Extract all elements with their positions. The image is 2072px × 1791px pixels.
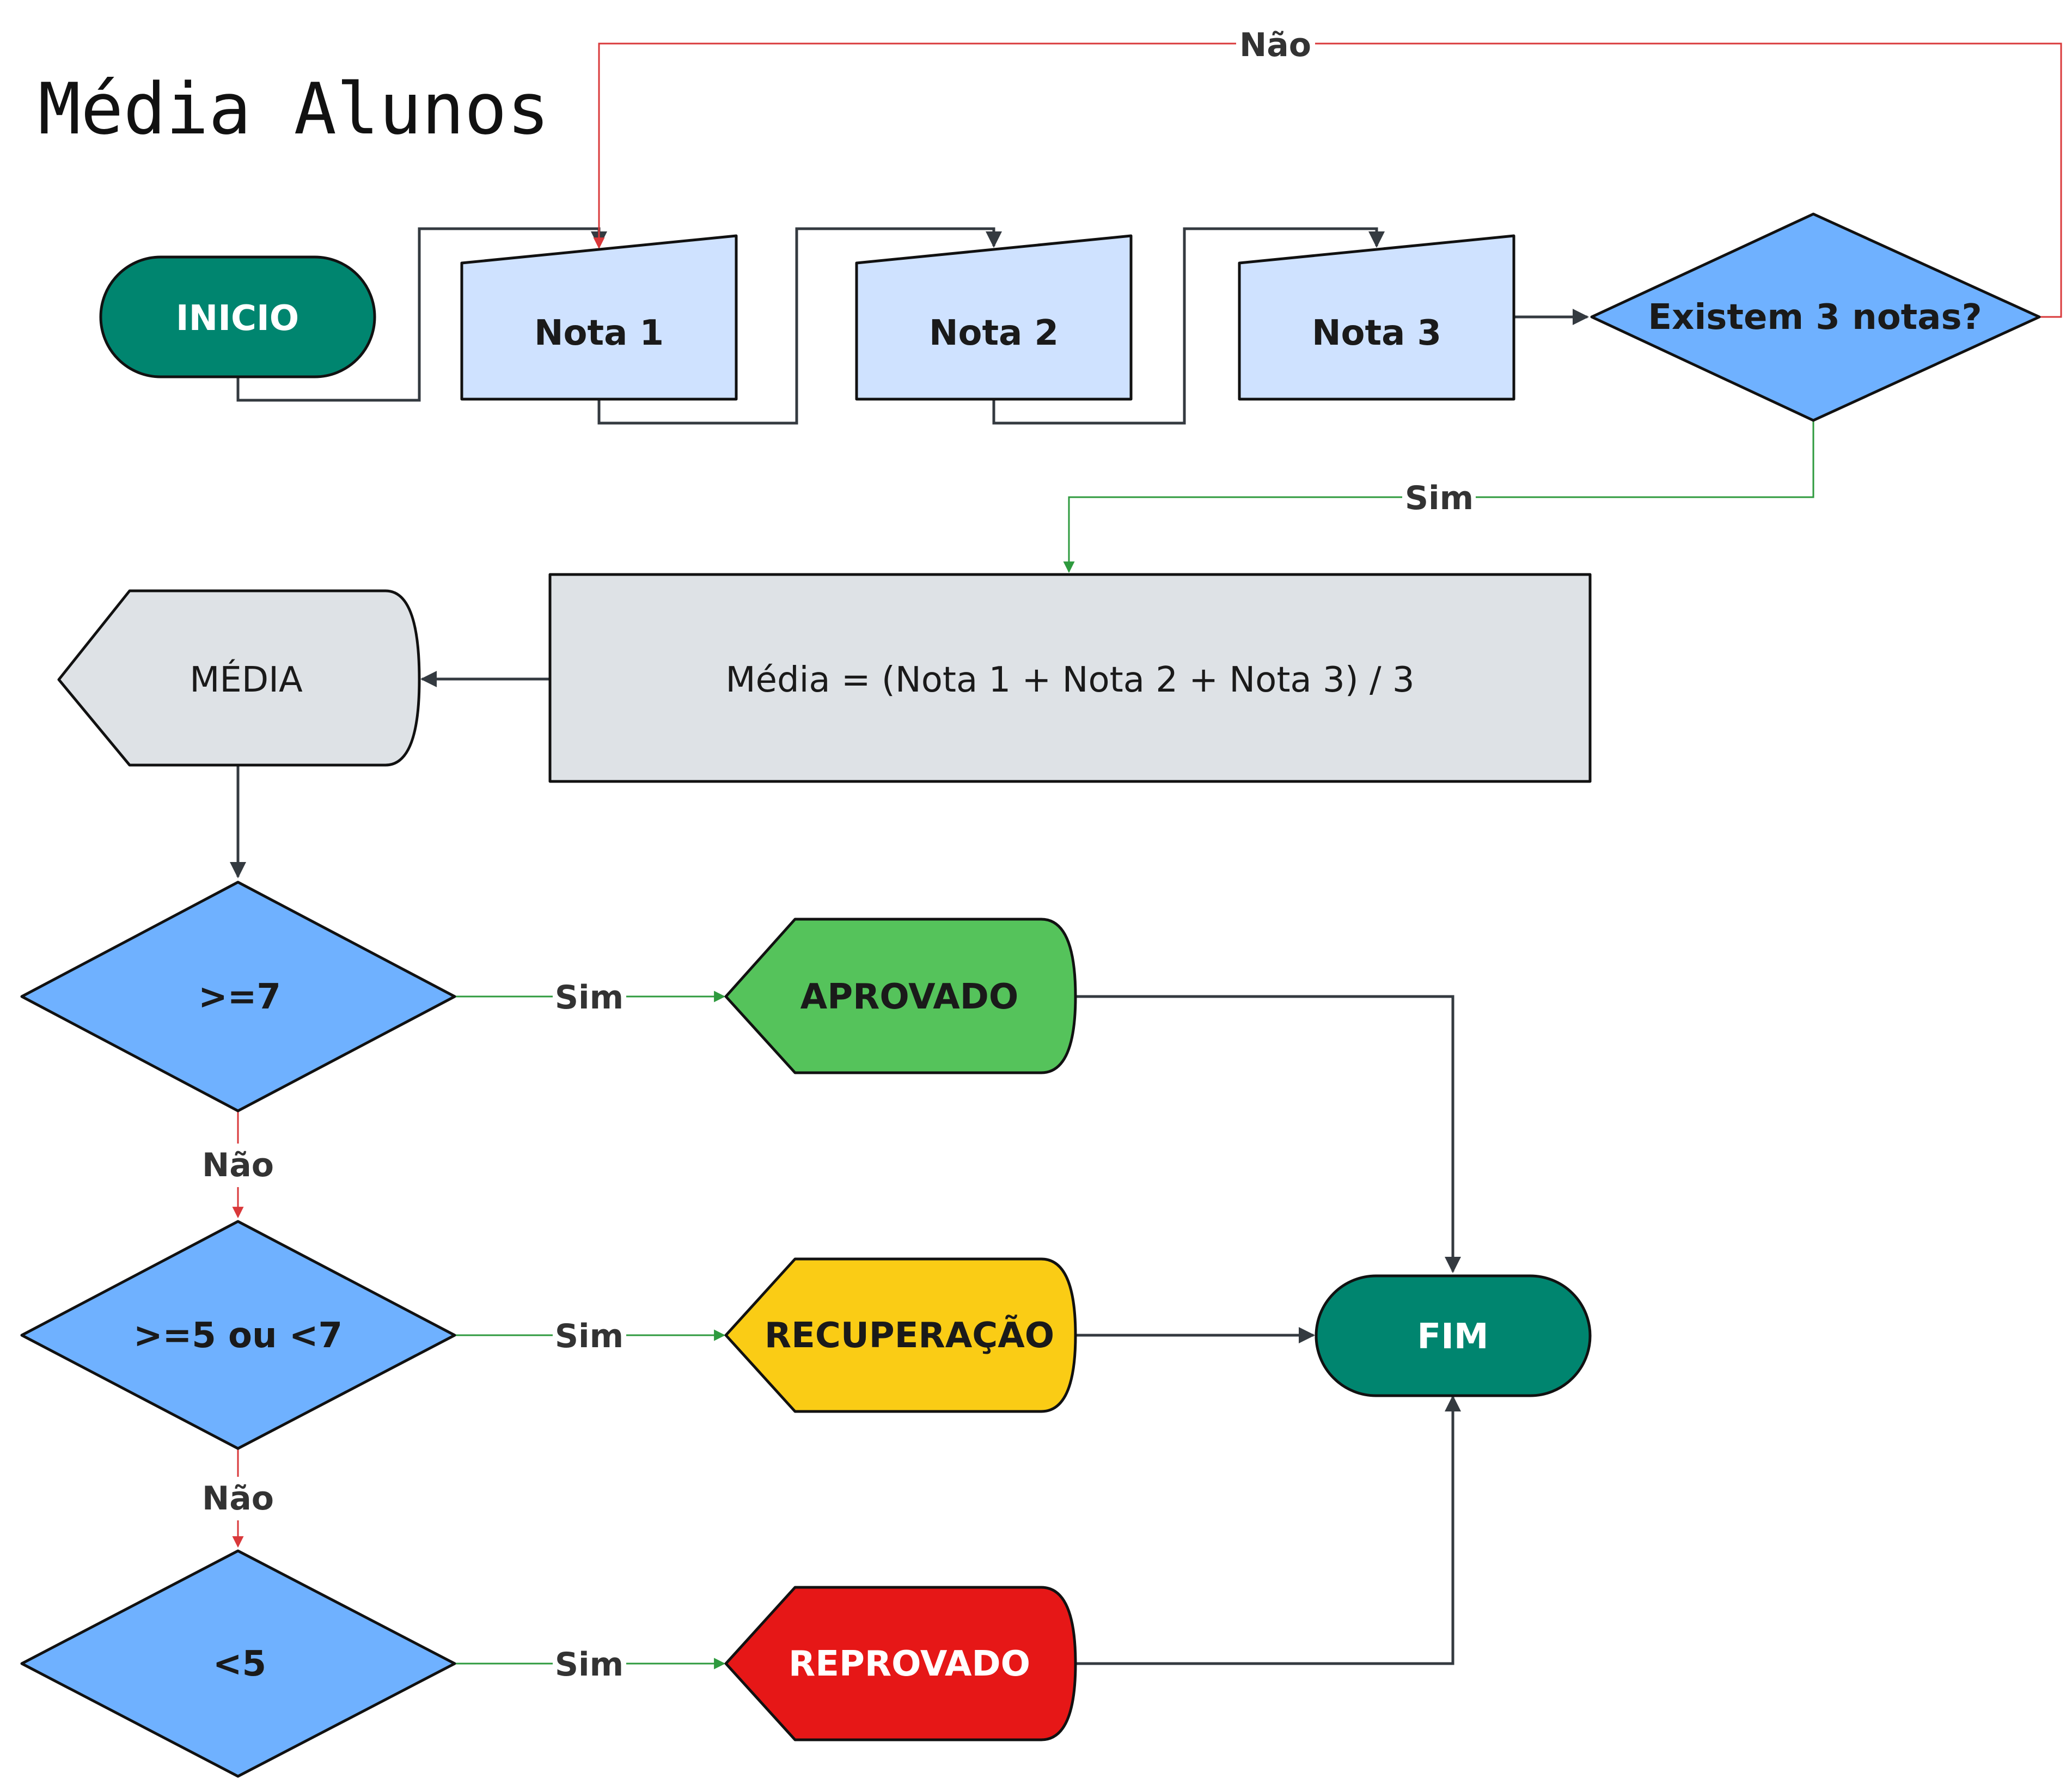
node-compute-label: Média = (Nota 1 + Nota 2 + Nota 3) / 3 — [725, 660, 1414, 700]
node-media-label: MÉDIA — [190, 659, 303, 700]
node-compute[interactable]: Média = (Nota 1 + Nota 2 + Nota 3) / 3 — [548, 573, 1592, 783]
node-check-notes[interactable]: Existem 3 notas? — [1590, 212, 2041, 422]
node-approved[interactable]: APROVADO — [724, 918, 1077, 1074]
edge-label-bg — [196, 1144, 280, 1187]
node-recovery[interactable]: RECUPERAÇÃO — [724, 1257, 1077, 1413]
edge-label-bg — [196, 1477, 280, 1520]
node-nota1-label: Nota 1 — [534, 313, 664, 353]
edge-nota1-to-nota2 — [597, 227, 1002, 425]
edge-approved-to-end — [1075, 995, 1461, 1273]
edge-label-bg — [1402, 476, 1476, 520]
edge-label-bg — [553, 976, 626, 1019]
edge-label-bg — [1236, 22, 1315, 65]
diagram-title: Média Alunos — [38, 68, 549, 150]
node-lt5-label: <5 — [213, 1644, 266, 1684]
edge-failed-to-end — [1075, 1395, 1461, 1665]
node-approved-label: APROVADO — [800, 977, 1019, 1017]
node-end[interactable]: FIM — [1315, 1274, 1592, 1397]
edge-label-ge5-no: Não — [202, 1480, 274, 1518]
node-media[interactable]: MÉDIA — [57, 589, 421, 767]
node-recovery-label: RECUPERAÇÃO — [765, 1315, 1054, 1356]
node-nota3[interactable]: Nota 3 — [1238, 234, 1515, 401]
node-start-label: INICIO — [176, 298, 299, 339]
node-failed[interactable]: REPROVADO — [724, 1586, 1077, 1741]
node-ge7[interactable]: >=7 — [20, 881, 456, 1113]
node-ge7-label: >=7 — [198, 977, 281, 1017]
edge-nota2-to-nota3 — [992, 227, 1385, 425]
edge-label-check-no: Não — [1239, 26, 1311, 64]
node-nota2[interactable]: Nota 2 — [855, 234, 1133, 401]
node-lt5[interactable]: <5 — [20, 1549, 456, 1778]
node-ge5-lt7[interactable]: >=5 ou <7 — [20, 1220, 456, 1450]
edge-label-check-yes: Sim — [1405, 479, 1474, 517]
node-nota2-label: Nota 2 — [929, 313, 1059, 353]
edge-label-ge5-yes: Sim — [555, 1317, 624, 1355]
node-check-notes-label: Existem 3 notas? — [1648, 297, 1982, 338]
edge-label-ge7-no: Não — [202, 1146, 274, 1184]
node-ge5-lt7-label: >=5 ou <7 — [133, 1316, 343, 1356]
edge-label-bg — [553, 1315, 626, 1358]
node-failed-label: REPROVADO — [789, 1644, 1030, 1684]
node-end-label: FIM — [1417, 1317, 1488, 1357]
node-nota3-label: Nota 3 — [1312, 313, 1441, 353]
edge-label-lt5-yes: Sim — [555, 1646, 624, 1684]
edge-label-ge7-yes: Sim — [555, 979, 624, 1017]
node-nota1[interactable]: Nota 1 — [460, 234, 738, 401]
edge-check-no — [593, 42, 2062, 318]
node-start[interactable]: INICIO — [99, 255, 376, 378]
edge-label-bg — [553, 1643, 626, 1686]
